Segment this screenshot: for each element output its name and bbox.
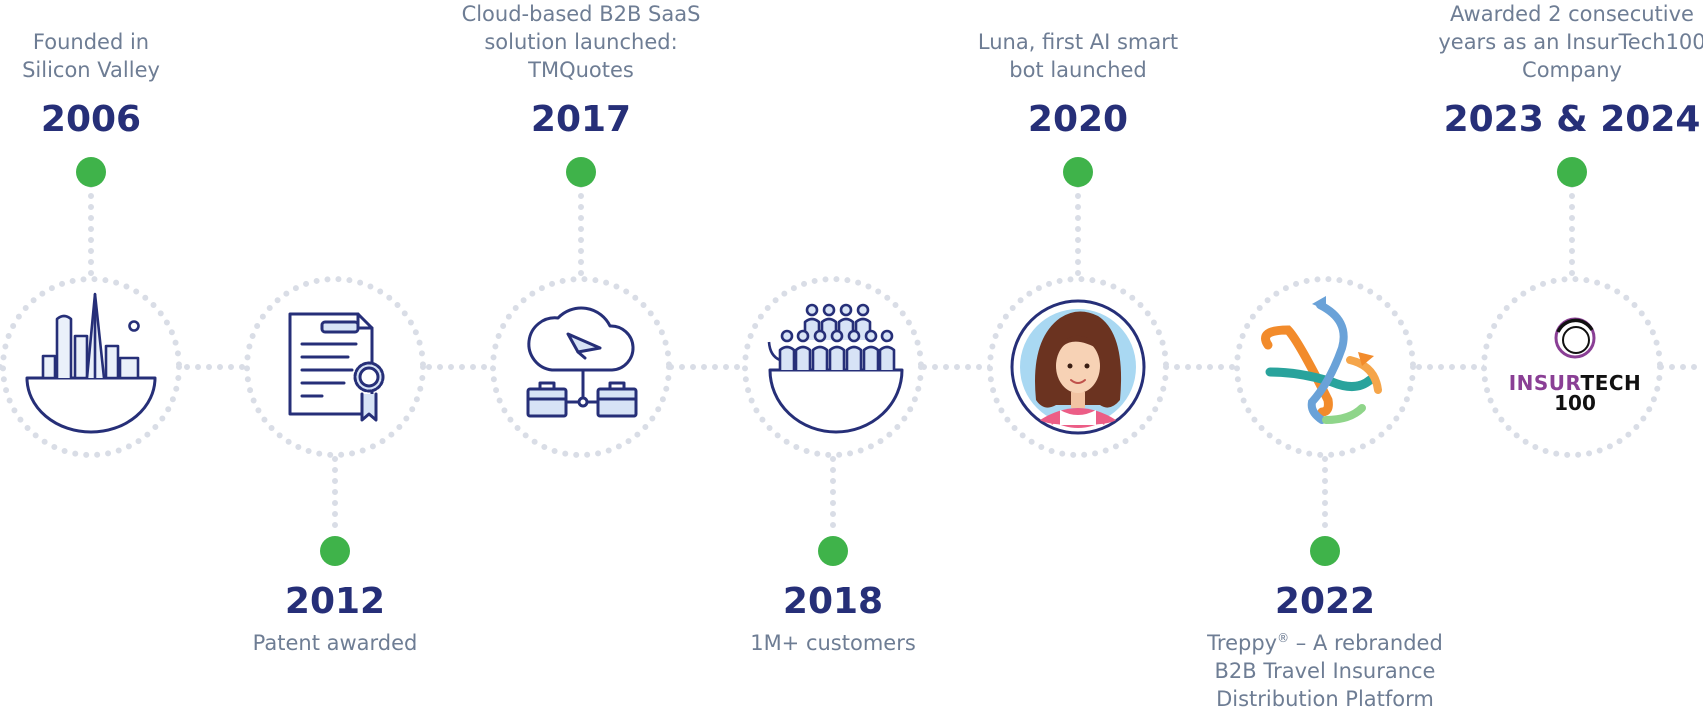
caption-line: B2B Travel Insurance bbox=[1214, 659, 1436, 683]
caption-line: Silicon Valley bbox=[22, 58, 160, 82]
customers-crowd-icon bbox=[767, 303, 904, 434]
caption-line: Distribution Platform bbox=[1216, 687, 1434, 711]
caption-line: Cloud-based B2B SaaS bbox=[461, 2, 701, 26]
event-caption-2023-2024: Awarded 2 consecutive years as an InsurT… bbox=[1422, 0, 1703, 84]
milestone-dot-2012 bbox=[320, 536, 350, 566]
caption-line: bot launched bbox=[1009, 58, 1147, 82]
city-skyline-icon bbox=[25, 292, 157, 434]
caption-line: 1M+ customers bbox=[750, 631, 916, 655]
treppy-logo-icon bbox=[1261, 296, 1382, 424]
certificate-icon bbox=[288, 312, 385, 422]
ring-2022 bbox=[1234, 276, 1416, 458]
luna-avatar-icon bbox=[1010, 299, 1146, 435]
caption-line: Treppy® – A rebranded bbox=[1175, 629, 1475, 657]
event-year-2012: 2012 bbox=[284, 581, 386, 622]
insurtech-logo-number: 100 bbox=[1554, 391, 1596, 415]
event-year-2022: 2022 bbox=[1274, 581, 1376, 622]
caption-line: Luna, first AI smart bbox=[977, 30, 1179, 54]
caption-line: Awarded 2 consecutive bbox=[1450, 2, 1694, 26]
event-caption-2012: Patent awarded bbox=[185, 629, 485, 657]
caption-line: Patent awarded bbox=[252, 631, 418, 655]
caption-line: TMQuotes bbox=[528, 58, 634, 82]
event-caption-2017: Cloud-based B2B SaaS solution launched: … bbox=[431, 0, 731, 84]
milestone-dot-2022 bbox=[1310, 536, 1340, 566]
caption-line: Company bbox=[1522, 58, 1622, 82]
milestone-dot-2018 bbox=[818, 536, 848, 566]
ring-2023-2024 bbox=[1481, 276, 1663, 458]
event-year-2020: 2020 bbox=[1027, 99, 1129, 140]
caption-text: – A rebranded bbox=[1289, 631, 1443, 655]
event-caption-2018: 1M+ customers bbox=[683, 629, 983, 657]
event-year-2006: 2006 bbox=[40, 99, 142, 140]
milestone-dot-2020 bbox=[1063, 157, 1093, 187]
cloud-network-icon bbox=[526, 306, 638, 418]
caption-line: years as an InsurTech100 bbox=[1438, 30, 1703, 54]
insurtech-logo-wordmark: INSURTECH bbox=[1509, 371, 1642, 395]
event-year-2018: 2018 bbox=[782, 581, 884, 622]
milestone-dot-2023-2024 bbox=[1557, 157, 1587, 187]
milestone-dot-2017 bbox=[566, 157, 596, 187]
caption-text: Treppy bbox=[1207, 631, 1278, 655]
event-caption-2022: Treppy® – A rebranded B2B Travel Insuran… bbox=[1175, 629, 1475, 713]
caption-line: solution launched: bbox=[484, 30, 678, 54]
event-year-2017: 2017 bbox=[530, 99, 632, 140]
insurtech100-logo-icon: INSURTECH 100 bbox=[1509, 317, 1642, 415]
milestone-dot-2006 bbox=[76, 157, 106, 187]
event-caption-2020: Luna, first AI smart bot launched bbox=[928, 28, 1228, 84]
event-year-2023-2024: 2023 & 2024 bbox=[1443, 99, 1701, 140]
caption-line: Founded in bbox=[32, 30, 150, 54]
registered-mark: ® bbox=[1277, 631, 1290, 645]
